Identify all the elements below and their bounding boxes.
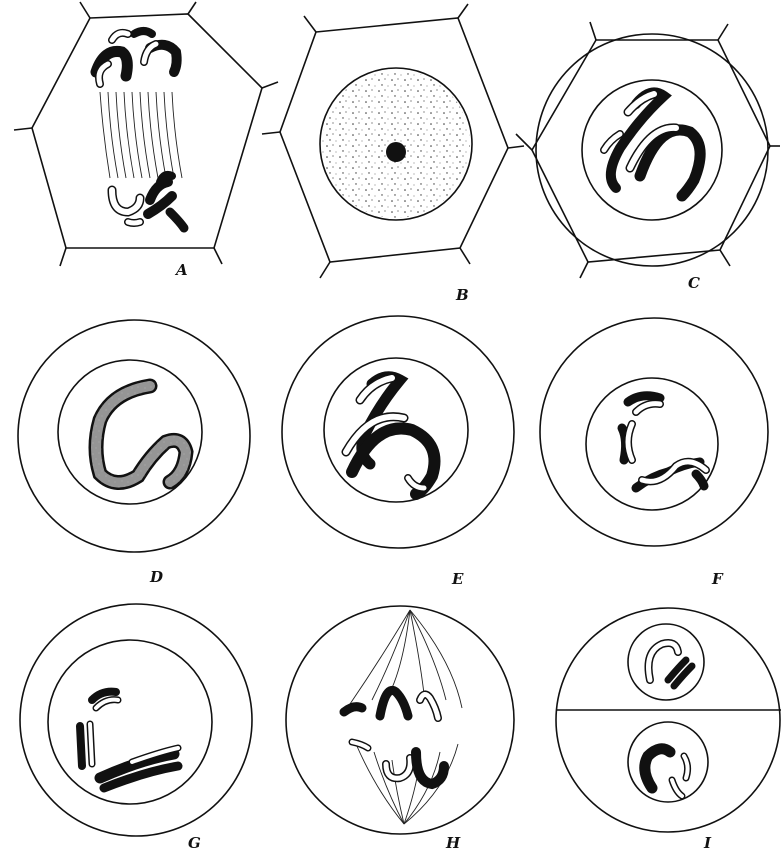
panel-label: H (445, 834, 461, 852)
chromosomes (80, 692, 178, 788)
panel-f: F (540, 318, 768, 588)
panel-label: G (188, 834, 201, 852)
panel-h: H (286, 606, 514, 852)
chromosomes-lower (645, 749, 688, 796)
daughter-nucleus-upper (628, 624, 704, 700)
panel-label: D (149, 568, 163, 586)
cell-membrane (20, 604, 252, 836)
spindle-fibres (100, 92, 182, 178)
panel-d: D (18, 320, 250, 586)
panel-label: A (174, 261, 188, 279)
cell-membrane (18, 320, 250, 552)
chromosomes-lower (112, 175, 184, 228)
cell-membrane (540, 318, 768, 546)
panel-label: E (451, 570, 464, 588)
panel-g: G (20, 604, 252, 852)
panel-e: E (282, 316, 514, 588)
chromosomes (622, 396, 706, 488)
cell-membrane (286, 606, 514, 834)
nucleolus (386, 142, 406, 162)
panel-i: I (556, 608, 781, 852)
panel-a: A (14, 2, 278, 279)
panel-b: B (262, 4, 524, 304)
panel-label: I (703, 834, 712, 852)
chromosomes (344, 690, 444, 784)
chromosomes-upper (96, 31, 177, 84)
wall-junctions (14, 2, 278, 266)
panel-label: B (455, 286, 469, 304)
panel-label: F (711, 570, 724, 588)
chromosomes (346, 377, 435, 494)
panel-c: C (516, 22, 780, 292)
chromatin-thread (96, 386, 186, 483)
panel-label: C (688, 274, 700, 292)
chromosomes (604, 92, 700, 196)
chromosomes-upper (649, 643, 693, 686)
